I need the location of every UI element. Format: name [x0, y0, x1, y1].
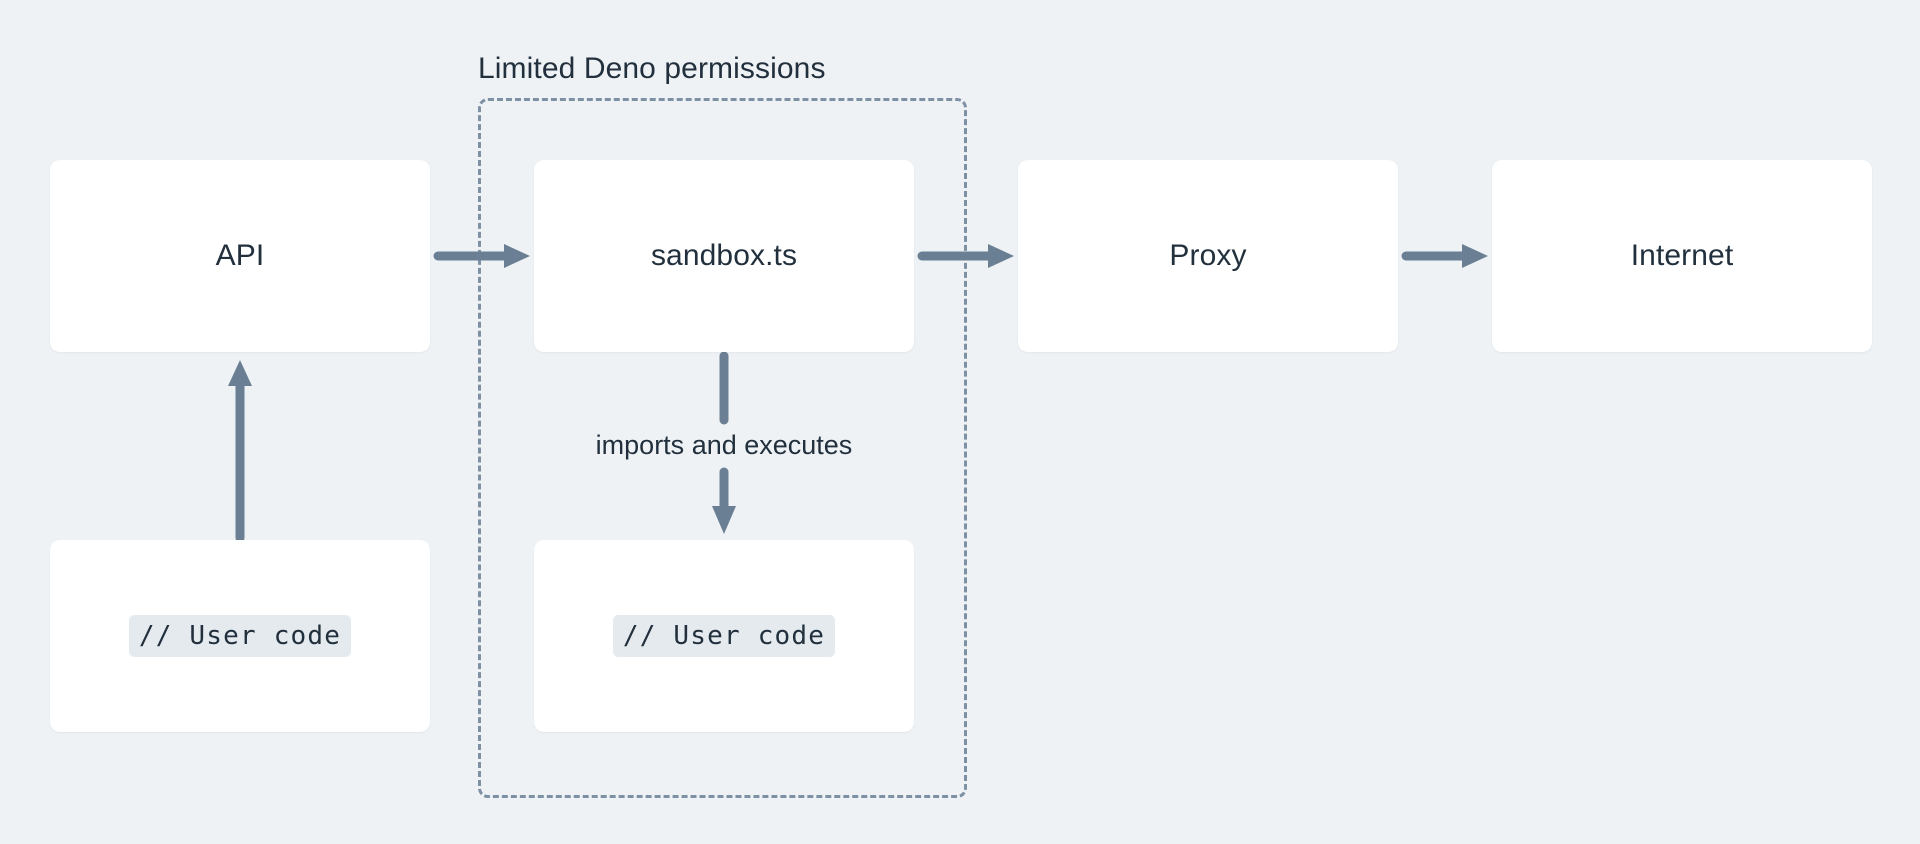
node-proxy[interactable]: Proxy	[1018, 160, 1398, 352]
limited-deno-permissions-boundary	[478, 98, 967, 798]
edge-proxy-to-internet	[1401, 240, 1492, 272]
node-user-code-external[interactable]: // User code	[50, 540, 430, 732]
edge-api-to-sandbox	[433, 240, 534, 272]
boundary-title: Limited Deno permissions	[478, 52, 826, 85]
node-sandbox-ts[interactable]: sandbox.ts	[534, 160, 914, 352]
node-sandbox-ts-label: sandbox.ts	[650, 239, 798, 272]
node-internet[interactable]: Internet	[1492, 160, 1872, 352]
node-proxy-label: Proxy	[1169, 239, 1247, 272]
edge-user-code-to-api	[224, 352, 256, 543]
edge-sandbox-to-user-code-arrow	[708, 467, 740, 540]
node-internet-label: Internet	[1630, 239, 1734, 272]
node-user-code-sandboxed[interactable]: // User code	[534, 540, 914, 732]
edge-sandbox-to-proxy	[917, 240, 1018, 272]
node-user-code-sandboxed-label: // User code	[612, 615, 836, 657]
node-api-label: API	[215, 239, 265, 272]
node-api[interactable]: API	[50, 160, 430, 352]
node-user-code-external-label: // User code	[128, 615, 352, 657]
edge-label-imports-and-executes: imports and executes	[595, 430, 853, 460]
edge-sandbox-to-user-code-upper-stem	[708, 351, 740, 425]
